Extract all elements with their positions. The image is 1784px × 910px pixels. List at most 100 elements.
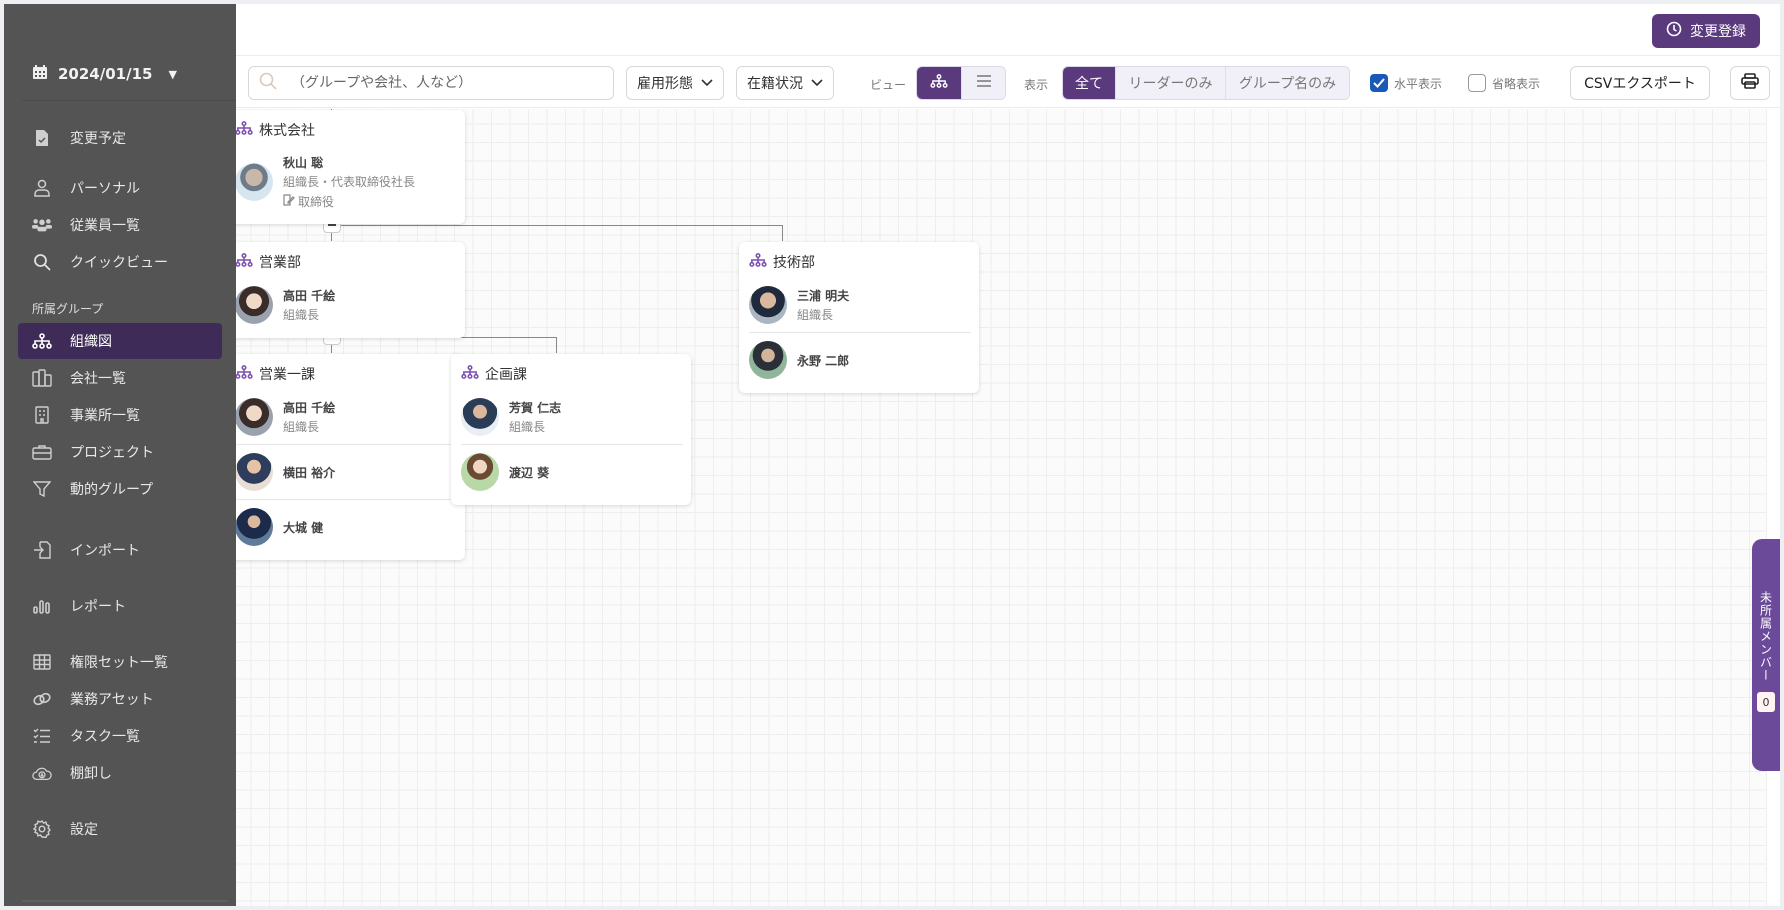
org-card-company[interactable]: 株式会社 秋山 聡 組織長・代表取締役社長 取締役: [236, 110, 465, 224]
member-row[interactable]: 秋山 聡 組織長・代表取締役社長 取締役: [236, 146, 457, 218]
sidebar-item-label: 動的グループ: [70, 482, 154, 498]
view-list-button[interactable]: [961, 67, 1005, 99]
employment-type-dropdown[interactable]: 雇用形態: [626, 66, 724, 100]
member-row[interactable]: 高田 千絵 組織長: [236, 390, 457, 444]
org-name: 営業部: [259, 255, 301, 271]
member-row[interactable]: 永野 二郎: [749, 332, 971, 387]
register-change-label: 変更登録: [1690, 24, 1746, 40]
calendar-icon: [32, 64, 48, 84]
display-label: 表示: [1024, 78, 1049, 92]
building-icon: [32, 405, 52, 425]
unassigned-members-tab[interactable]: 未所属メンバー 0: [1752, 539, 1780, 771]
caret-down-icon: ▼: [168, 67, 177, 81]
org-chart-icon: [749, 253, 767, 271]
sidebar-item-tasks[interactable]: タスク一覧: [18, 718, 222, 754]
sidebar-scrollbar[interactable]: [22, 900, 228, 902]
sidebar-item-permission-sets[interactable]: 権限セット一覧: [18, 644, 222, 680]
connector: [782, 225, 783, 241]
filter-icon: [32, 479, 52, 499]
display-leaders-button[interactable]: リーダーのみ: [1115, 67, 1225, 99]
buildings-icon: [32, 368, 52, 388]
sidebar-item-dynamic-groups[interactable]: 動的グループ: [18, 471, 222, 507]
sidebar-item-label: 棚卸し: [70, 766, 112, 782]
users-icon: [32, 215, 52, 235]
header: 変更登録: [236, 4, 1780, 56]
member-role: 組織長・代表取締役社長: [283, 175, 416, 189]
sidebar-item-projects[interactable]: プロジェクト: [18, 434, 222, 470]
briefcase-icon: [32, 442, 52, 462]
connector: [331, 225, 783, 226]
chevron-down-icon: [701, 75, 713, 91]
sidebar-item-label: レポート: [70, 599, 126, 615]
org-card-tech[interactable]: 技術部 三浦 明夫 組織長 永野 二郎: [739, 242, 979, 393]
display-all-button[interactable]: 全て: [1063, 67, 1115, 99]
avatar: [236, 398, 273, 436]
section-label-groups: 所属グループ: [32, 302, 104, 316]
member-row[interactable]: 三浦 明夫 組織長: [749, 278, 971, 332]
compact-checkbox[interactable]: 省略表示: [1468, 74, 1540, 92]
checkbox-unchecked-icon: [1468, 74, 1486, 92]
member-row[interactable]: 高田 千絵 組織長: [236, 278, 457, 332]
sidebar-item-label: 会社一覧: [70, 371, 126, 387]
sidebar-item-quick-view[interactable]: クイックビュー: [18, 244, 222, 280]
sidebar-item-label: 従業員一覧: [70, 218, 140, 234]
org-chart-icon: [236, 121, 253, 139]
member-name: 横田 裕介: [283, 465, 336, 480]
sidebar-item-personal[interactable]: パーソナル: [18, 170, 222, 206]
member-row[interactable]: 横田 裕介: [236, 444, 457, 499]
avatar: [236, 163, 273, 201]
view-tree-button[interactable]: [917, 67, 961, 99]
vertical-scrollbar[interactable]: [1766, 109, 1780, 906]
member-row[interactable]: 渡辺 葵: [461, 444, 683, 499]
date-value: 2024/01/15: [58, 65, 153, 83]
sidebar-item-inventory[interactable]: 棚卸し: [18, 755, 222, 791]
chevron-down-icon: [811, 75, 823, 91]
search-box[interactable]: [248, 66, 614, 100]
display-filter: 全て リーダーのみ グループ名のみ: [1062, 66, 1350, 100]
sidebar-item-employees[interactable]: 従業員一覧: [18, 207, 222, 243]
sidebar-item-settings[interactable]: 設定: [18, 811, 222, 847]
toolbar: 雇用形態 在籍状況 ビュー 表示 全て リーダーのみ グループ名のみ 水平表示: [236, 56, 1780, 108]
employment-type-label: 雇用形態: [637, 76, 693, 92]
member-role: 組織長: [509, 420, 546, 434]
print-button[interactable]: [1730, 66, 1770, 100]
member-name: 芳賀 仁志: [509, 401, 562, 415]
printer-icon: [1741, 73, 1759, 93]
member-row[interactable]: 大城 健: [236, 499, 457, 554]
checkbox-checked-icon: [1370, 74, 1388, 92]
member-role: 組織長: [797, 308, 834, 322]
date-selector[interactable]: 2024/01/15 ▼: [32, 64, 177, 84]
csv-export-button[interactable]: CSVエクスポート: [1570, 66, 1710, 100]
org-card-planning[interactable]: 企画課 芳賀 仁志 組織長 渡辺 葵: [451, 354, 691, 505]
member-row[interactable]: 芳賀 仁志 組織長: [461, 390, 683, 444]
sidebar-item-reports[interactable]: レポート: [18, 588, 222, 624]
connector: [556, 337, 557, 353]
sidebar-item-offices[interactable]: 事業所一覧: [18, 397, 222, 433]
list-icon: [976, 75, 992, 91]
sidebar-item-business-assets[interactable]: 業務アセット: [18, 681, 222, 717]
sidebar-item-scheduled-changes[interactable]: 変更予定: [18, 120, 222, 156]
sidebar-item-companies[interactable]: 会社一覧: [18, 360, 222, 396]
sidebar-item-import[interactable]: インポート: [18, 532, 222, 568]
sidebar-item-org-chart[interactable]: 組織図: [18, 323, 222, 359]
org-card-sales[interactable]: 営業部 高田 千絵 組織長: [236, 242, 465, 338]
search-input[interactable]: [291, 75, 591, 91]
member-role: 組織長: [283, 420, 320, 434]
import-icon: [32, 540, 52, 560]
edit-icon: [283, 194, 295, 209]
link-icon: [32, 689, 52, 709]
member-title: 取締役: [298, 195, 335, 209]
member-name: 高田 千絵: [283, 289, 336, 303]
status-dropdown[interactable]: 在籍状況: [736, 66, 834, 100]
sidebar-item-label: プロジェクト: [70, 445, 154, 461]
member-role: 組織長: [283, 308, 320, 322]
org-card-sales-1[interactable]: 営業一課 高田 千絵 組織長 横田 裕介 大城 健: [236, 354, 465, 560]
org-chart-canvas[interactable]: 株式会社 秋山 聡 組織長・代表取締役社長 取締役 営業部: [236, 109, 1780, 906]
sidebar-item-label: パーソナル: [70, 181, 140, 197]
register-change-button[interactable]: 変更登録: [1652, 14, 1760, 48]
horizontal-checkbox[interactable]: 水平表示: [1370, 74, 1442, 92]
org-chart-icon: [32, 331, 52, 351]
display-group-names-button[interactable]: グループ名のみ: [1225, 67, 1349, 99]
divider: [22, 100, 236, 101]
cloud-download-icon: [32, 763, 52, 783]
